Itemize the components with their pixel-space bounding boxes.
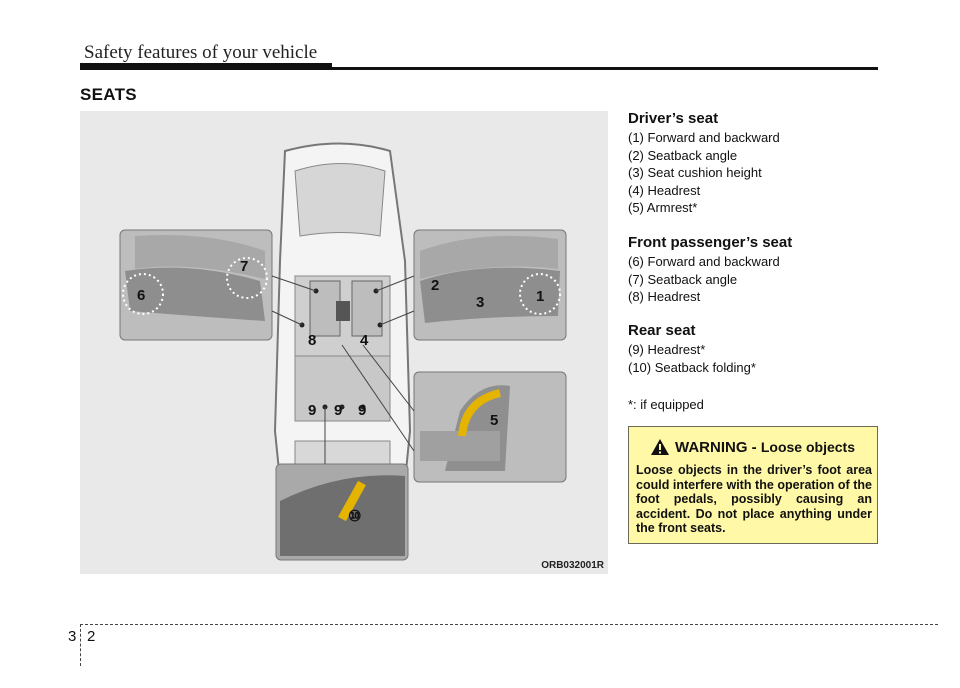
callout-10: ⑩ (348, 508, 361, 525)
list-item: (10) Seatback folding* (628, 359, 756, 375)
warning-triangle-icon (651, 439, 669, 455)
callout-7: 7 (240, 258, 248, 275)
warning-dash: - (747, 439, 761, 456)
callout-4: 4 (360, 332, 369, 349)
rear-seat-list: (9) Headrest* (10) Seatback folding* (628, 341, 756, 376)
warning-subject: Loose objects (760, 439, 855, 455)
seat-illustration: 6 7 8 4 2 3 1 5 9 9 9 ⑩ ORB032001R (80, 111, 608, 574)
list-item: (5) Armrest* (628, 200, 698, 215)
running-header: Safety features of your vehicle (84, 42, 318, 63)
warning-heading: WARNING - Loose objects (629, 439, 877, 456)
callout-3: 3 (476, 294, 484, 311)
passenger-seat-inset (119, 229, 317, 341)
list-item: (7) Seatback angle (628, 271, 738, 287)
footer-divider (80, 624, 81, 666)
callout-9-right: 9 (358, 402, 366, 419)
header-rule-tab (80, 63, 332, 70)
drivers-seat-heading: Driver’s seat (628, 110, 719, 127)
seatback-folding-inset (275, 407, 409, 561)
drivers-seat-list: (1) Forward and backward (2) Seatback an… (628, 129, 780, 217)
callout-2: 2 (431, 277, 439, 294)
callout-9-center: 9 (334, 402, 342, 419)
chapter-number: 3 (68, 628, 77, 645)
list-item: (3) Seat cushion height (628, 165, 762, 180)
header-rule (80, 67, 878, 70)
rear-seat-heading: Rear seat (628, 322, 696, 339)
seat-illustration-svg: 6 7 8 4 2 3 1 5 9 9 9 ⑩ (119, 142, 567, 561)
driver-seat-inset (375, 229, 567, 341)
callout-5: 5 (490, 412, 498, 429)
callout-1: 1 (536, 288, 544, 305)
list-item: (1) Forward and backward (628, 130, 780, 145)
list-item: (9) Headrest* (628, 342, 706, 357)
passenger-seat-list: (6) Forward and backward (7) Seatback an… (628, 253, 780, 306)
callout-9-left: 9 (308, 402, 316, 419)
passenger-seat-heading: Front passenger’s seat (628, 234, 793, 251)
list-item: (6) Forward and backward (628, 254, 780, 269)
list-item: (8) Headrest (628, 289, 701, 304)
page-number: 2 (87, 628, 96, 645)
warning-box: WARNING - Loose objects Loose objects in… (628, 426, 878, 544)
list-item: (4) Headrest (628, 182, 701, 198)
armrest-inset (341, 344, 567, 483)
section-title: SEATS (80, 85, 137, 104)
callout-8: 8 (308, 332, 316, 349)
footer-rule (80, 624, 938, 625)
warning-body: Loose objects in the driver’s foot area … (636, 463, 872, 535)
footnote: *: if equipped (628, 397, 704, 412)
list-item: (2) Seatback angle (628, 147, 738, 163)
warning-label: WARNING (675, 439, 748, 456)
callout-6: 6 (137, 287, 145, 304)
figure-code: ORB032001R (541, 560, 604, 571)
